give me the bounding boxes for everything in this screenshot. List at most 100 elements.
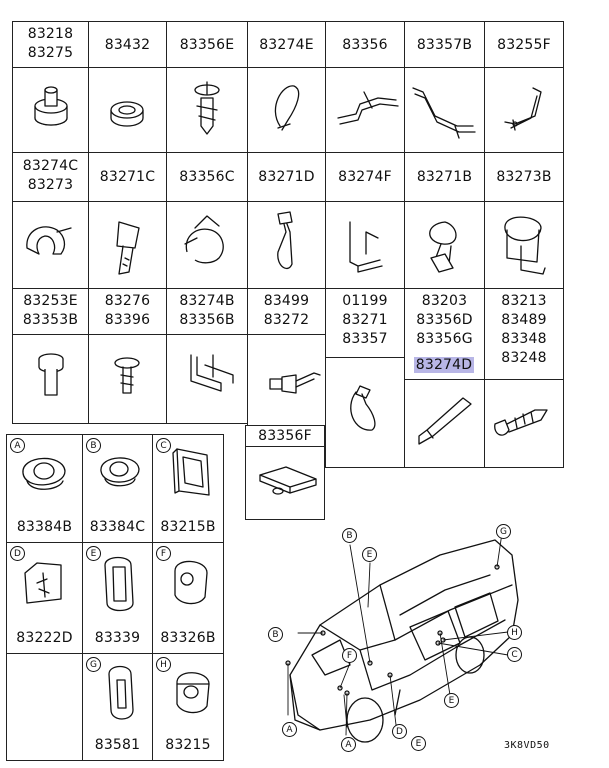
callout-c[interactable]: C	[507, 647, 522, 662]
part-icon	[418, 397, 472, 445]
callout-d[interactable]: D	[392, 724, 407, 739]
bracket-plate-icon	[259, 466, 317, 495]
vehicle-location-diagram	[285, 532, 519, 743]
grommet-part-number: 83215B	[160, 519, 216, 535]
grommet-cell-g[interactable]: G 83581	[82, 653, 153, 761]
part-image-r2-3	[247, 201, 326, 289]
part-cell-r1-0[interactable]: 83218 83275	[12, 21, 89, 68]
grommet-icon	[24, 562, 62, 604]
part-number: 83273B	[496, 169, 552, 185]
part-image-r3-6	[484, 379, 564, 468]
part-cell-r3-0[interactable]: 83253E 83353B	[12, 288, 89, 335]
part-number: 83271B	[416, 169, 473, 185]
callout-e3[interactable]: E	[444, 693, 459, 708]
part-image-r3-1	[88, 334, 167, 424]
callout-a[interactable]: A	[282, 722, 297, 737]
part-image-r1-2	[166, 67, 248, 153]
part-icon	[38, 353, 64, 396]
part-image-r1-0	[12, 67, 89, 153]
grommet-icon	[22, 457, 66, 490]
part-number: 83274C 83273	[22, 158, 79, 193]
callout-f[interactable]: F	[342, 648, 357, 663]
part-image-r3-5	[404, 379, 485, 468]
part-cell-r1-5[interactable]: 83357B	[404, 21, 485, 68]
part-cell-83356f[interactable]: 83356F	[245, 425, 325, 447]
part-icon	[350, 385, 376, 431]
callout-e2[interactable]: E	[411, 736, 426, 751]
part-image-r1-6	[484, 67, 564, 153]
callout-a2[interactable]: A	[341, 737, 356, 752]
part-number: 83356C	[179, 169, 235, 185]
callout-b2[interactable]: B	[342, 528, 357, 543]
callout-g[interactable]: G	[496, 524, 511, 539]
part-icon	[429, 221, 457, 273]
part-cell-r3-2[interactable]: 83274B 83356B	[166, 288, 248, 335]
part-cell-r2-3[interactable]: 83271D	[247, 152, 326, 202]
grommet-icon	[174, 560, 208, 605]
part-cell-r3-1[interactable]: 83276 83396	[88, 288, 167, 335]
part-image-r2-0	[12, 201, 89, 289]
part-cell-r1-4[interactable]: 83356	[325, 21, 405, 68]
grommet-part-number: 83384C	[89, 519, 146, 535]
part-icon	[34, 86, 68, 126]
part-number: 83274E	[259, 37, 314, 53]
callout-h[interactable]: H	[507, 625, 522, 640]
part-number: 01199 83271 83357	[342, 293, 388, 347]
part-image-r1-4	[325, 67, 405, 153]
part-cell-r3-4[interactable]: 01199 83271 83357	[325, 288, 405, 358]
highlighted-part-label[interactable]: 83274D	[413, 357, 475, 373]
part-cell-r3-6[interactable]: 83213 83489 83348 83248	[484, 288, 564, 380]
grommet-cell-a[interactable]: A 83384B	[6, 434, 83, 543]
grommet-letter: A	[10, 438, 25, 453]
part-cell-r2-4[interactable]: 83274F	[325, 152, 405, 202]
grommet-cell-d[interactable]: D 83222D	[6, 542, 83, 654]
grommet-part-number: 83581	[94, 737, 141, 753]
part-image-r2-1	[88, 201, 167, 289]
part-cell-r1-2[interactable]: 83356E	[166, 21, 248, 68]
part-number: 83356E	[179, 37, 235, 53]
grommet-part-number: 83222D	[16, 630, 73, 646]
part-cell-r1-1[interactable]: 83432	[88, 21, 167, 68]
part-cell-r2-2[interactable]: 83356C	[166, 152, 248, 202]
grommet-letter: G	[86, 657, 101, 672]
part-number: 83357B	[416, 37, 473, 53]
part-number: 83274B 83356B	[179, 293, 235, 328]
part-cell-r3-3[interactable]: 83499 83272	[247, 288, 326, 335]
part-icon	[26, 226, 72, 255]
part-cell-r2-1[interactable]: 83271C	[88, 152, 167, 202]
grommet-letter: E	[86, 546, 101, 561]
part-number: 83253E 83353B	[22, 293, 79, 328]
part-icon	[504, 87, 542, 131]
callout-e[interactable]: E	[362, 547, 377, 562]
part-icon	[184, 215, 224, 264]
part-icon	[504, 216, 546, 275]
part-cell-r2-0[interactable]: 83274C 83273	[12, 152, 89, 202]
part-cell-r1-6[interactable]: 83255F	[484, 21, 564, 68]
grommet-letter: D	[10, 546, 25, 561]
grommet-part-number: 83326B	[160, 630, 216, 646]
part-icon	[114, 357, 140, 394]
grommet-icon	[100, 457, 140, 487]
grommet-part-number: 83384B	[16, 519, 73, 535]
part-cell-r3-5[interactable]: 83203 83356D 83356G	[404, 288, 485, 380]
leader-lines	[287, 532, 509, 736]
part-number: 83432	[104, 37, 151, 53]
part-number: 83213 83489 83348 83248	[501, 293, 547, 366]
part-image-r3-4	[325, 357, 405, 468]
part-image-r2-5	[404, 201, 485, 289]
part-image-r2-4	[325, 201, 405, 289]
part-icon	[494, 409, 548, 436]
part-cell-r1-3[interactable]: 83274E	[247, 21, 326, 68]
part-cell-r2-5[interactable]: 83271B	[404, 152, 485, 202]
part-icon	[116, 221, 140, 275]
part-cell-r2-6[interactable]: 83273B	[484, 152, 564, 202]
part-image-r2-6	[484, 201, 564, 289]
empty-cell	[6, 653, 83, 761]
callout-b[interactable]: B	[268, 627, 283, 642]
part-image-r3-3	[247, 334, 326, 426]
